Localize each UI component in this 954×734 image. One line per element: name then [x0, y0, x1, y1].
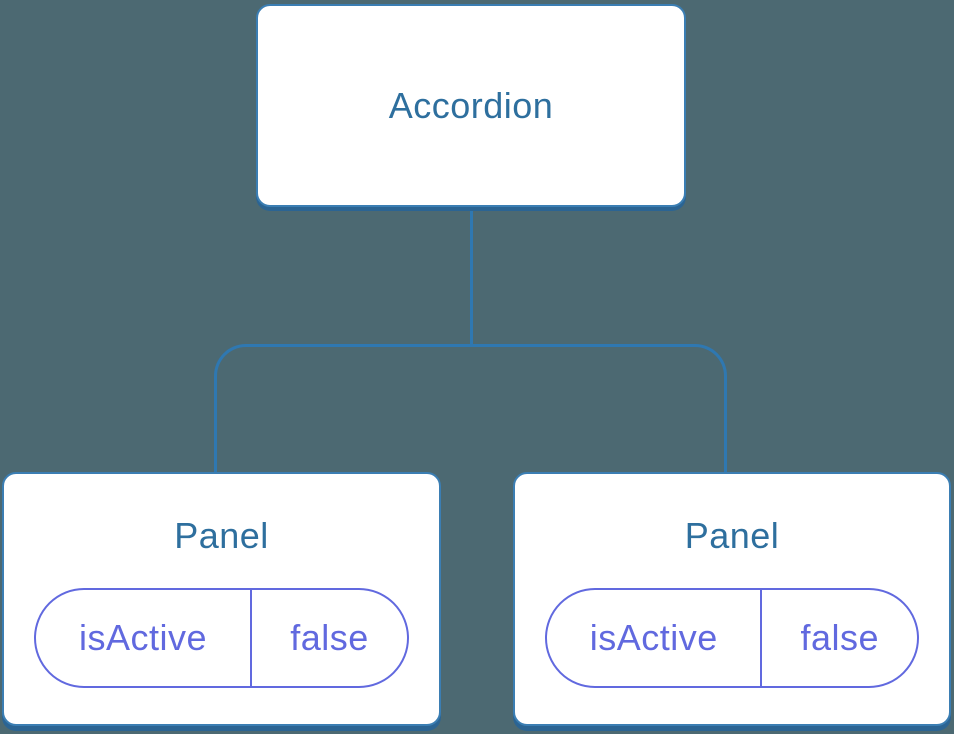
connector-stem [470, 211, 473, 347]
state-value-label: false [290, 617, 369, 658]
node-panel-left-label: Panel [174, 515, 269, 556]
state-key-label: isActive [36, 590, 253, 686]
state-pill-right: isActive false [545, 588, 919, 688]
node-accordion: Accordion [256, 4, 686, 207]
state-key-label: isActive [547, 590, 763, 686]
node-accordion-label: Accordion [388, 84, 554, 126]
state-value-label: false [800, 617, 879, 658]
node-panel-left: Panel isActive false [2, 472, 441, 726]
state-pill-left: isActive false [34, 588, 409, 688]
node-panel-right: Panel isActive false [513, 472, 951, 726]
node-panel-right-label: Panel [684, 515, 780, 556]
connector-branch [214, 344, 727, 472]
